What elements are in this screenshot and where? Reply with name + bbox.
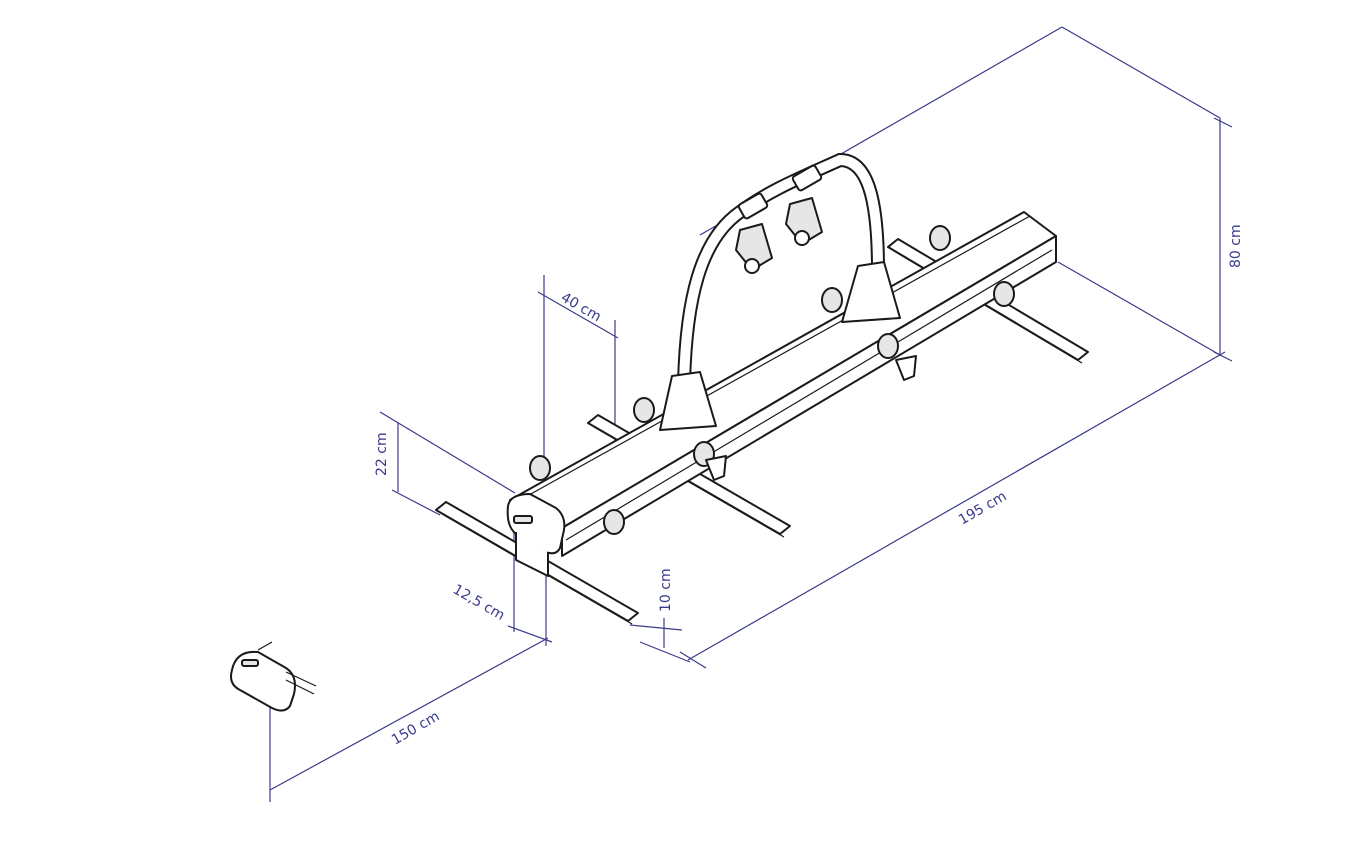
height-tick-top	[1213, 117, 1233, 128]
label-clearance: 10 cm	[658, 568, 674, 612]
clearance-extension-bottom	[639, 641, 691, 663]
rail-height-extension-bottom	[391, 489, 441, 516]
frame-clamps	[735, 164, 823, 274]
dimension-lines	[269, 26, 1233, 802]
label-total-length: 195 cm	[956, 488, 1009, 528]
label-height: 80 cm	[1228, 224, 1244, 268]
bike-arch	[659, 152, 901, 431]
bounding-line-back	[1057, 261, 1221, 356]
rail-height-extension-top	[379, 411, 516, 494]
clearance-extension-top	[629, 624, 683, 631]
length-dimension-line	[687, 351, 1226, 661]
bounding-line-top-right	[1061, 26, 1221, 119]
label-depth: 150 cm	[389, 708, 442, 748]
knobs	[529, 225, 1015, 535]
depth-dimension-line	[269, 637, 549, 791]
label-rail-height: 22 cm	[374, 432, 390, 476]
length-tick-left	[679, 651, 707, 669]
end-cap-detail-view	[230, 641, 317, 712]
bike-rack	[435, 152, 1089, 625]
end-cap	[506, 493, 566, 577]
wheel-spacing-dimension-line	[537, 291, 619, 339]
label-rail-width: 12,5 cm	[450, 582, 507, 624]
